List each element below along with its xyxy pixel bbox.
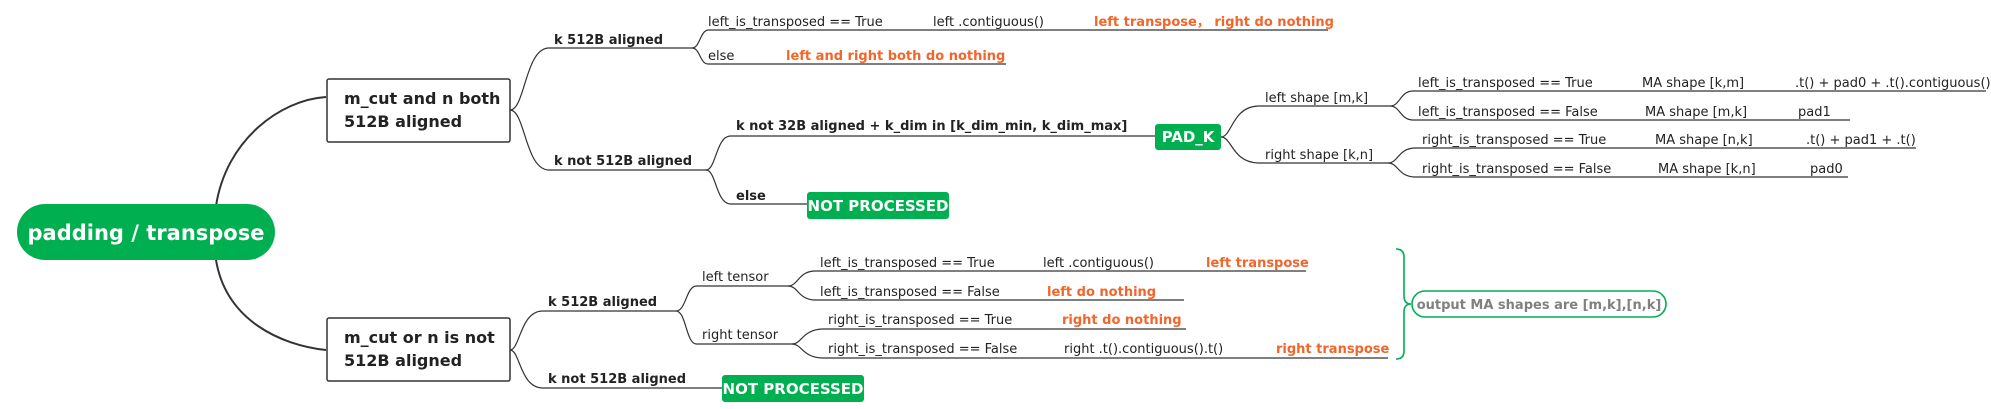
connector-branch1-knot512 [509, 109, 549, 171]
right-shape-row1-cond: right_is_transposed == True [1422, 133, 1606, 148]
b1-k512-label: k 512B aligned [554, 33, 663, 48]
left-tensor-row1-cond: left_is_transposed == True [820, 256, 995, 271]
connector-right-tensor-row2 [791, 343, 823, 359]
left-shape-label: left shape [m,k] [1265, 91, 1368, 106]
b1-sub2-label: else [736, 189, 766, 204]
connector-b1-knot512-sub1 [705, 135, 731, 171]
b1-k512-row2-result: left and right both do nothing [786, 49, 1005, 64]
b1-knot512-label: k not 512B aligned [554, 154, 692, 169]
right-shape-row1-shape: MA shape [n,k] [1655, 133, 1753, 148]
b2-k512-label: k 512B aligned [548, 295, 657, 310]
connector-b1-k512-row1 [691, 29, 709, 49]
connector-root-branch2 [215, 259, 327, 351]
right-tensor-row1-cond: right_is_transposed == True [828, 313, 1012, 328]
summary-node[interactable]: output MA shapes are [m,k],[n,k] [1411, 290, 1667, 318]
left-tensor-row1-result: left transpose [1206, 256, 1309, 271]
b1-k512-row2-cond: else [708, 49, 734, 64]
connector-root-branch1 [215, 96, 327, 207]
b2-not-processed-label: NOT PROCESSED [723, 380, 864, 398]
left-tensor-row2-result: left do nothing [1047, 285, 1156, 300]
summary-brace [1395, 248, 1412, 360]
right-tensor-row2-result: right transpose [1276, 342, 1390, 357]
left-tensor-row1-op: left .contiguous() [1043, 256, 1154, 271]
right-shape-row1-op: .t() + pad1 + .t() [1806, 133, 1916, 148]
connector-padk-right [1220, 136, 1259, 164]
connector-branch2-knot512 [509, 349, 543, 389]
pad-k-badge[interactable]: PAD_K [1155, 124, 1221, 150]
b1-not-processed-badge[interactable]: NOT PROCESSED [807, 192, 949, 219]
connector-left-shape-row1 [1389, 90, 1413, 107]
connector-left-shape-row2 [1389, 105, 1413, 121]
branch1-node[interactable]: m_cut and n both 512B aligned [326, 78, 511, 143]
pad-k-label: PAD_K [1162, 128, 1216, 146]
left-shape-row1-op: .t() + pad0 + .t().contiguous() [1795, 76, 1991, 91]
right-shape-row2-op: pad0 [1810, 162, 1843, 177]
b1-k512-row1-result: left transpose， right do nothing [1094, 15, 1334, 30]
right-shape-row2-cond: right_is_transposed == False [1422, 162, 1611, 177]
connector-padk-left [1220, 105, 1259, 138]
b2-not-processed-badge[interactable]: NOT PROCESSED [722, 375, 864, 402]
b1-not-processed-label: NOT PROCESSED [808, 197, 949, 215]
left-shape-row1-cond: left_is_transposed == True [1418, 76, 1593, 91]
summary-label: output MA shapes are [m,k],[n,k] [1417, 298, 1662, 313]
branch2-label-line1: m_cut or n is not [344, 328, 495, 347]
left-shape-row2-cond: left_is_transposed == False [1418, 105, 1598, 120]
connector-b1-k512-row2 [691, 47, 709, 65]
connector-b2-right-tensor [675, 310, 697, 345]
root-label: padding / transpose [28, 221, 265, 245]
connector-branch1-k512 [509, 47, 549, 111]
left-tensor-row2-cond: left_is_transposed == False [820, 285, 1000, 300]
branch2-node[interactable]: m_cut or n is not 512B aligned [326, 317, 511, 382]
connector-left-tensor-row2 [787, 285, 815, 301]
left-tensor-label: left tensor [702, 270, 769, 285]
branch2-label-line2: 512B aligned [344, 351, 462, 370]
right-shape-label: right shape [k,n] [1265, 148, 1373, 163]
b1-k512-row1-cond: left_is_transposed == True [708, 15, 883, 30]
b1-sub1-label: k not 32B aligned + k_dim in [k_dim_min,… [736, 119, 1127, 134]
b1-k512-row1-op: left .contiguous() [933, 15, 1044, 30]
right-tensor-label: right tensor [702, 328, 779, 343]
root-node[interactable]: padding / transpose [17, 204, 275, 260]
right-tensor-row1-result: right do nothing [1062, 313, 1182, 328]
right-shape-row2-shape: MA shape [k,n] [1658, 162, 1756, 177]
connector-b2-left-tensor [675, 285, 697, 312]
branch1-label-line1: m_cut and n both [344, 89, 500, 108]
connector-branch2-k512 [509, 310, 543, 351]
connector-right-shape-row1 [1387, 147, 1415, 164]
right-tensor-row2-cond: right_is_transposed == False [828, 342, 1017, 357]
branch1-label-line2: 512B aligned [344, 112, 462, 131]
connector-b1-knot512-sub2 [705, 169, 731, 205]
left-shape-row2-shape: MA shape [m,k] [1645, 105, 1747, 120]
left-shape-row2-op: pad1 [1798, 105, 1831, 120]
left-shape-row1-shape: MA shape [k,m] [1642, 76, 1744, 91]
connector-right-shape-row2 [1387, 162, 1415, 178]
connector-left-tensor-row1 [787, 270, 815, 287]
b2-knot512-label: k not 512B aligned [548, 372, 686, 387]
connector-right-tensor-row1 [791, 328, 823, 345]
right-tensor-row2-op: right .t().contiguous().t() [1064, 342, 1223, 357]
